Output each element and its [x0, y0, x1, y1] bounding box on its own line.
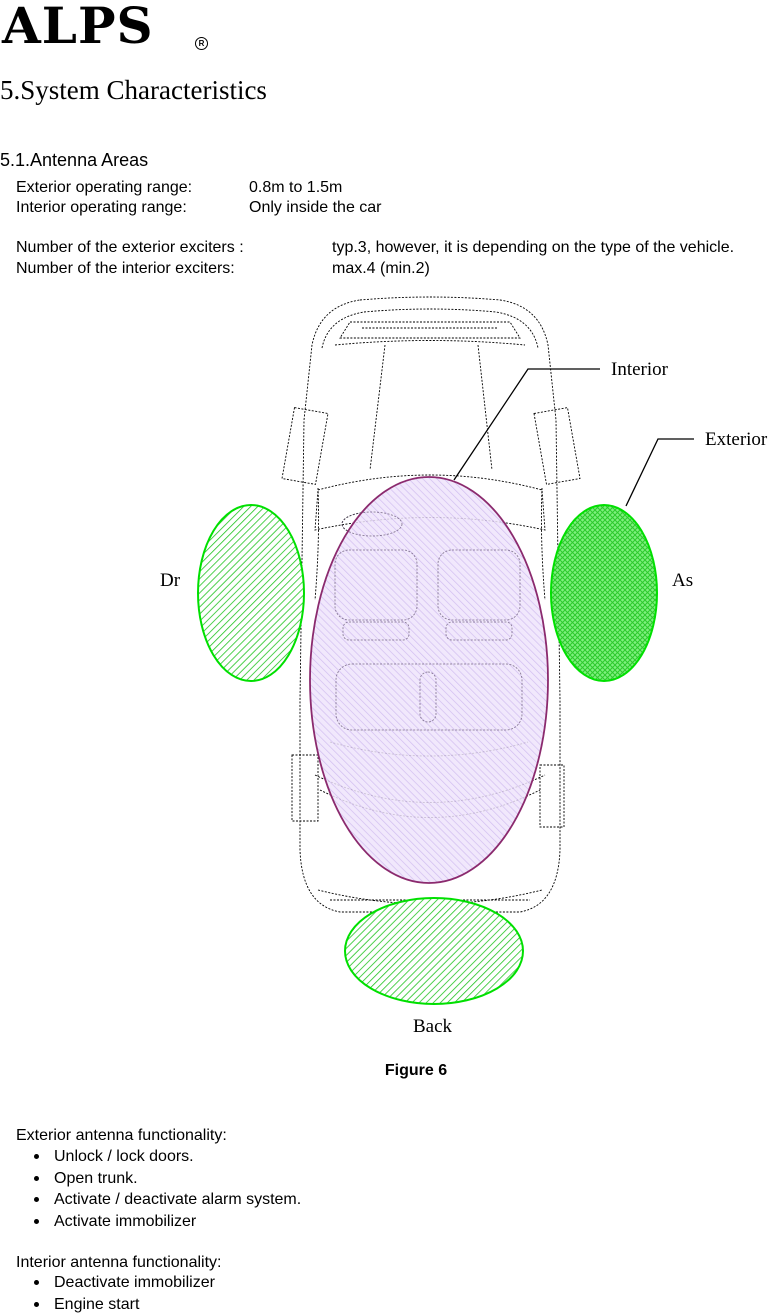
exterior-functionality-list: Unlock / lock doors. Open trunk. Activat… [0, 1146, 301, 1232]
spec-value-interior-exciters: max.4 (min.2) [332, 260, 430, 277]
list-item: Engine start [0, 1294, 215, 1315]
label-driver: Dr [160, 570, 181, 591]
figure-caption: Figure 6 [384, 1062, 448, 1079]
interior-leader-line [453, 368, 600, 481]
spec-label-exterior-range: Exterior operating range: [16, 179, 193, 196]
alps-logo: ALPS [2, 0, 154, 55]
spec-label-interior-range: Interior operating range: [16, 199, 187, 216]
spec-value-exterior-exciters: typ.3, however, it is depending on the t… [332, 239, 735, 256]
exterior-zone-driver [197, 504, 305, 682]
interior-functionality-heading: Interior antenna functionality: [16, 1254, 222, 1271]
spec-label-interior-exciters: Number of the interior exciters: [16, 260, 235, 277]
label-interior: Interior [611, 359, 668, 380]
spec-value-interior-range: Only inside the car [249, 199, 382, 216]
label-back: Back [413, 1016, 453, 1037]
label-assistant: As [672, 570, 694, 591]
subsection-title: 5.1.Antenna Areas [0, 150, 149, 170]
exterior-functionality-heading: Exterior antenna functionality: [16, 1127, 227, 1144]
interior-zone [309, 476, 549, 884]
exterior-leader-line [625, 438, 694, 507]
section-title: 5.System Characteristics [0, 75, 267, 105]
interior-functionality-list: Deactivate immobilizer Engine start [0, 1272, 215, 1315]
registered-mark-icon: R [195, 37, 208, 50]
spec-value-exterior-range: 0.8m to 1.5m [249, 179, 343, 196]
label-exterior: Exterior [705, 429, 768, 450]
list-item: Open trunk. [0, 1168, 301, 1190]
exterior-zone-assistant [550, 504, 658, 682]
list-item: Deactivate immobilizer [0, 1272, 215, 1294]
list-item: Activate immobilizer [0, 1211, 301, 1233]
exterior-zone-back [344, 897, 524, 1005]
list-item: Unlock / lock doors. [0, 1146, 301, 1168]
spec-label-exterior-exciters: Number of the exterior exciters : [16, 239, 244, 256]
list-item: Activate / deactivate alarm system. [0, 1189, 301, 1211]
